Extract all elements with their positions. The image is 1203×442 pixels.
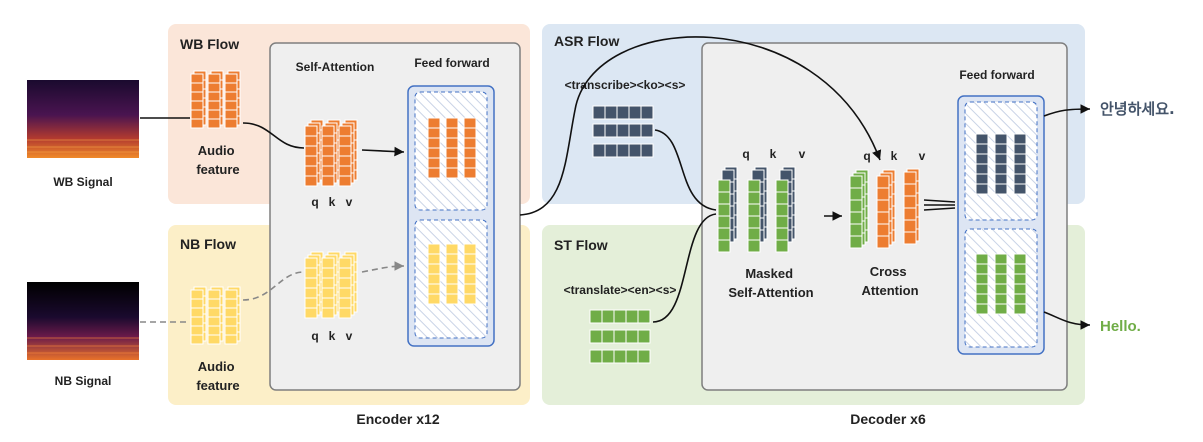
svg-text:q: q xyxy=(311,195,318,209)
svg-text:k: k xyxy=(891,149,898,163)
decoder-ffn-asr-col-1 xyxy=(975,133,989,195)
cross-attention-label: Cross Attention xyxy=(861,264,918,298)
asr-prompt-to-masked xyxy=(654,129,717,211)
cross-attn-k xyxy=(876,169,896,249)
wb-audio-feature-col-1 xyxy=(190,70,207,129)
svg-text:v: v xyxy=(919,149,926,163)
st-prompt-token-row-3 xyxy=(589,349,651,364)
wb-feature-to-self-attention xyxy=(242,122,305,149)
ffn-to-english-output xyxy=(1043,311,1091,330)
svg-text:q: q xyxy=(311,329,318,343)
nb-audio-feature-label: Audio feature xyxy=(196,359,239,393)
svg-text:q: q xyxy=(742,147,749,161)
encoder-to-cross-attention xyxy=(519,36,882,216)
wb-audio-feature-col-3 xyxy=(224,70,241,129)
nb-self-attention-to-ffn xyxy=(361,261,405,273)
masked-attn-green-2 xyxy=(747,179,761,253)
encoder-nb-attn-col-2 xyxy=(321,251,341,319)
nb-flow-label: NB Flow xyxy=(180,236,236,252)
st-prompt-token-row-1 xyxy=(589,309,651,324)
decoder-caption: Decoder x6 xyxy=(850,411,926,427)
cross-qkv: q k v xyxy=(863,149,925,163)
encoder-wb-attn-col-2 xyxy=(321,119,341,187)
svg-text:k: k xyxy=(770,147,777,161)
wb-self-attention-to-ffn xyxy=(361,146,405,157)
encoder-nb-attn-col-3 xyxy=(338,251,358,319)
svg-text:v: v xyxy=(346,195,353,209)
decoder-ffn-st-col-3 xyxy=(1013,253,1027,315)
cross-attn-v xyxy=(903,168,920,245)
decoder-feed-forward-label: Feed forward xyxy=(959,68,1034,82)
decoder-ffn-asr-col-3 xyxy=(1013,133,1027,195)
svg-text:v: v xyxy=(799,147,806,161)
st-prompt: <translate><en><s> xyxy=(564,283,677,297)
wb-flow-label: WB Flow xyxy=(180,36,239,52)
korean-output: 안녕하세요. xyxy=(1100,100,1175,118)
svg-text:k: k xyxy=(329,329,336,343)
wb-spectrogram xyxy=(27,80,139,158)
decoder-ffn-st-col-1 xyxy=(975,253,989,315)
svg-text:v: v xyxy=(346,329,353,343)
connectors xyxy=(140,36,1091,330)
encoder-nb-qkv: q k v xyxy=(311,329,352,343)
wb-audio-feature-label: Audio feature xyxy=(196,143,239,177)
asr-prompt: <transcribe><ko><s> xyxy=(565,78,686,92)
encoder-ffn-wb-col-2 xyxy=(445,117,459,179)
asr-prompt-token-row-1 xyxy=(592,105,654,120)
st-prompt-to-masked xyxy=(652,213,717,323)
encoder-ffn-nb-col-2 xyxy=(445,243,459,305)
nb-signal-label: NB Signal xyxy=(55,374,112,388)
encoder-self-attention-label: Self-Attention xyxy=(296,60,375,74)
nb-audio-feature-col-3 xyxy=(224,286,241,345)
nb-feature-to-self-attention xyxy=(242,271,305,301)
tensor-blocks xyxy=(190,70,1027,364)
decoder-ffn-st-col-2 xyxy=(994,253,1008,315)
encoder-wb-attn-col-3 xyxy=(338,119,358,187)
wb-audio-feature-col-2 xyxy=(207,70,224,129)
svg-text:k: k xyxy=(329,195,336,209)
encoder-ffn-wb-col-3 xyxy=(463,117,477,179)
st-flow-label: ST Flow xyxy=(554,237,608,253)
encoder-nb-attn-col-1 xyxy=(304,251,324,319)
svg-text:q: q xyxy=(863,149,870,163)
nb-audio-feature-col-1 xyxy=(190,286,207,345)
wb-signal-label: WB Signal xyxy=(53,175,112,189)
encoder-ffn-wb-col-1 xyxy=(427,117,441,179)
st-prompt-token-row-2 xyxy=(589,329,651,344)
nb-audio-feature-col-2 xyxy=(207,286,224,345)
asr-flow-label: ASR Flow xyxy=(554,33,619,49)
encoder-ffn-nb-col-3 xyxy=(463,243,477,305)
english-output: Hello. xyxy=(1100,318,1141,335)
asr-prompt-token-row-2 xyxy=(592,123,654,138)
asr-prompt-token-row-3 xyxy=(592,143,654,158)
encoder-ffn-nb-col-1 xyxy=(427,243,441,305)
cross-attn-q xyxy=(849,169,869,249)
encoder-wb-qkv: q k v xyxy=(311,195,352,209)
masked-qkv: q k v xyxy=(742,147,805,161)
decoder-ffn-asr-col-2 xyxy=(994,133,1008,195)
nb-spectrogram xyxy=(27,282,139,360)
encoder-caption: Encoder x12 xyxy=(356,411,439,427)
masked-attn-green-3 xyxy=(775,179,789,253)
ffn-to-korean-output xyxy=(1043,104,1091,117)
encoder-feed-forward-label: Feed forward xyxy=(414,56,489,70)
encoder-wb-attn-col-1 xyxy=(304,119,324,187)
masked-attn-green-1 xyxy=(717,179,731,253)
masked-self-attention-label: Masked Self-Attention xyxy=(728,266,813,300)
